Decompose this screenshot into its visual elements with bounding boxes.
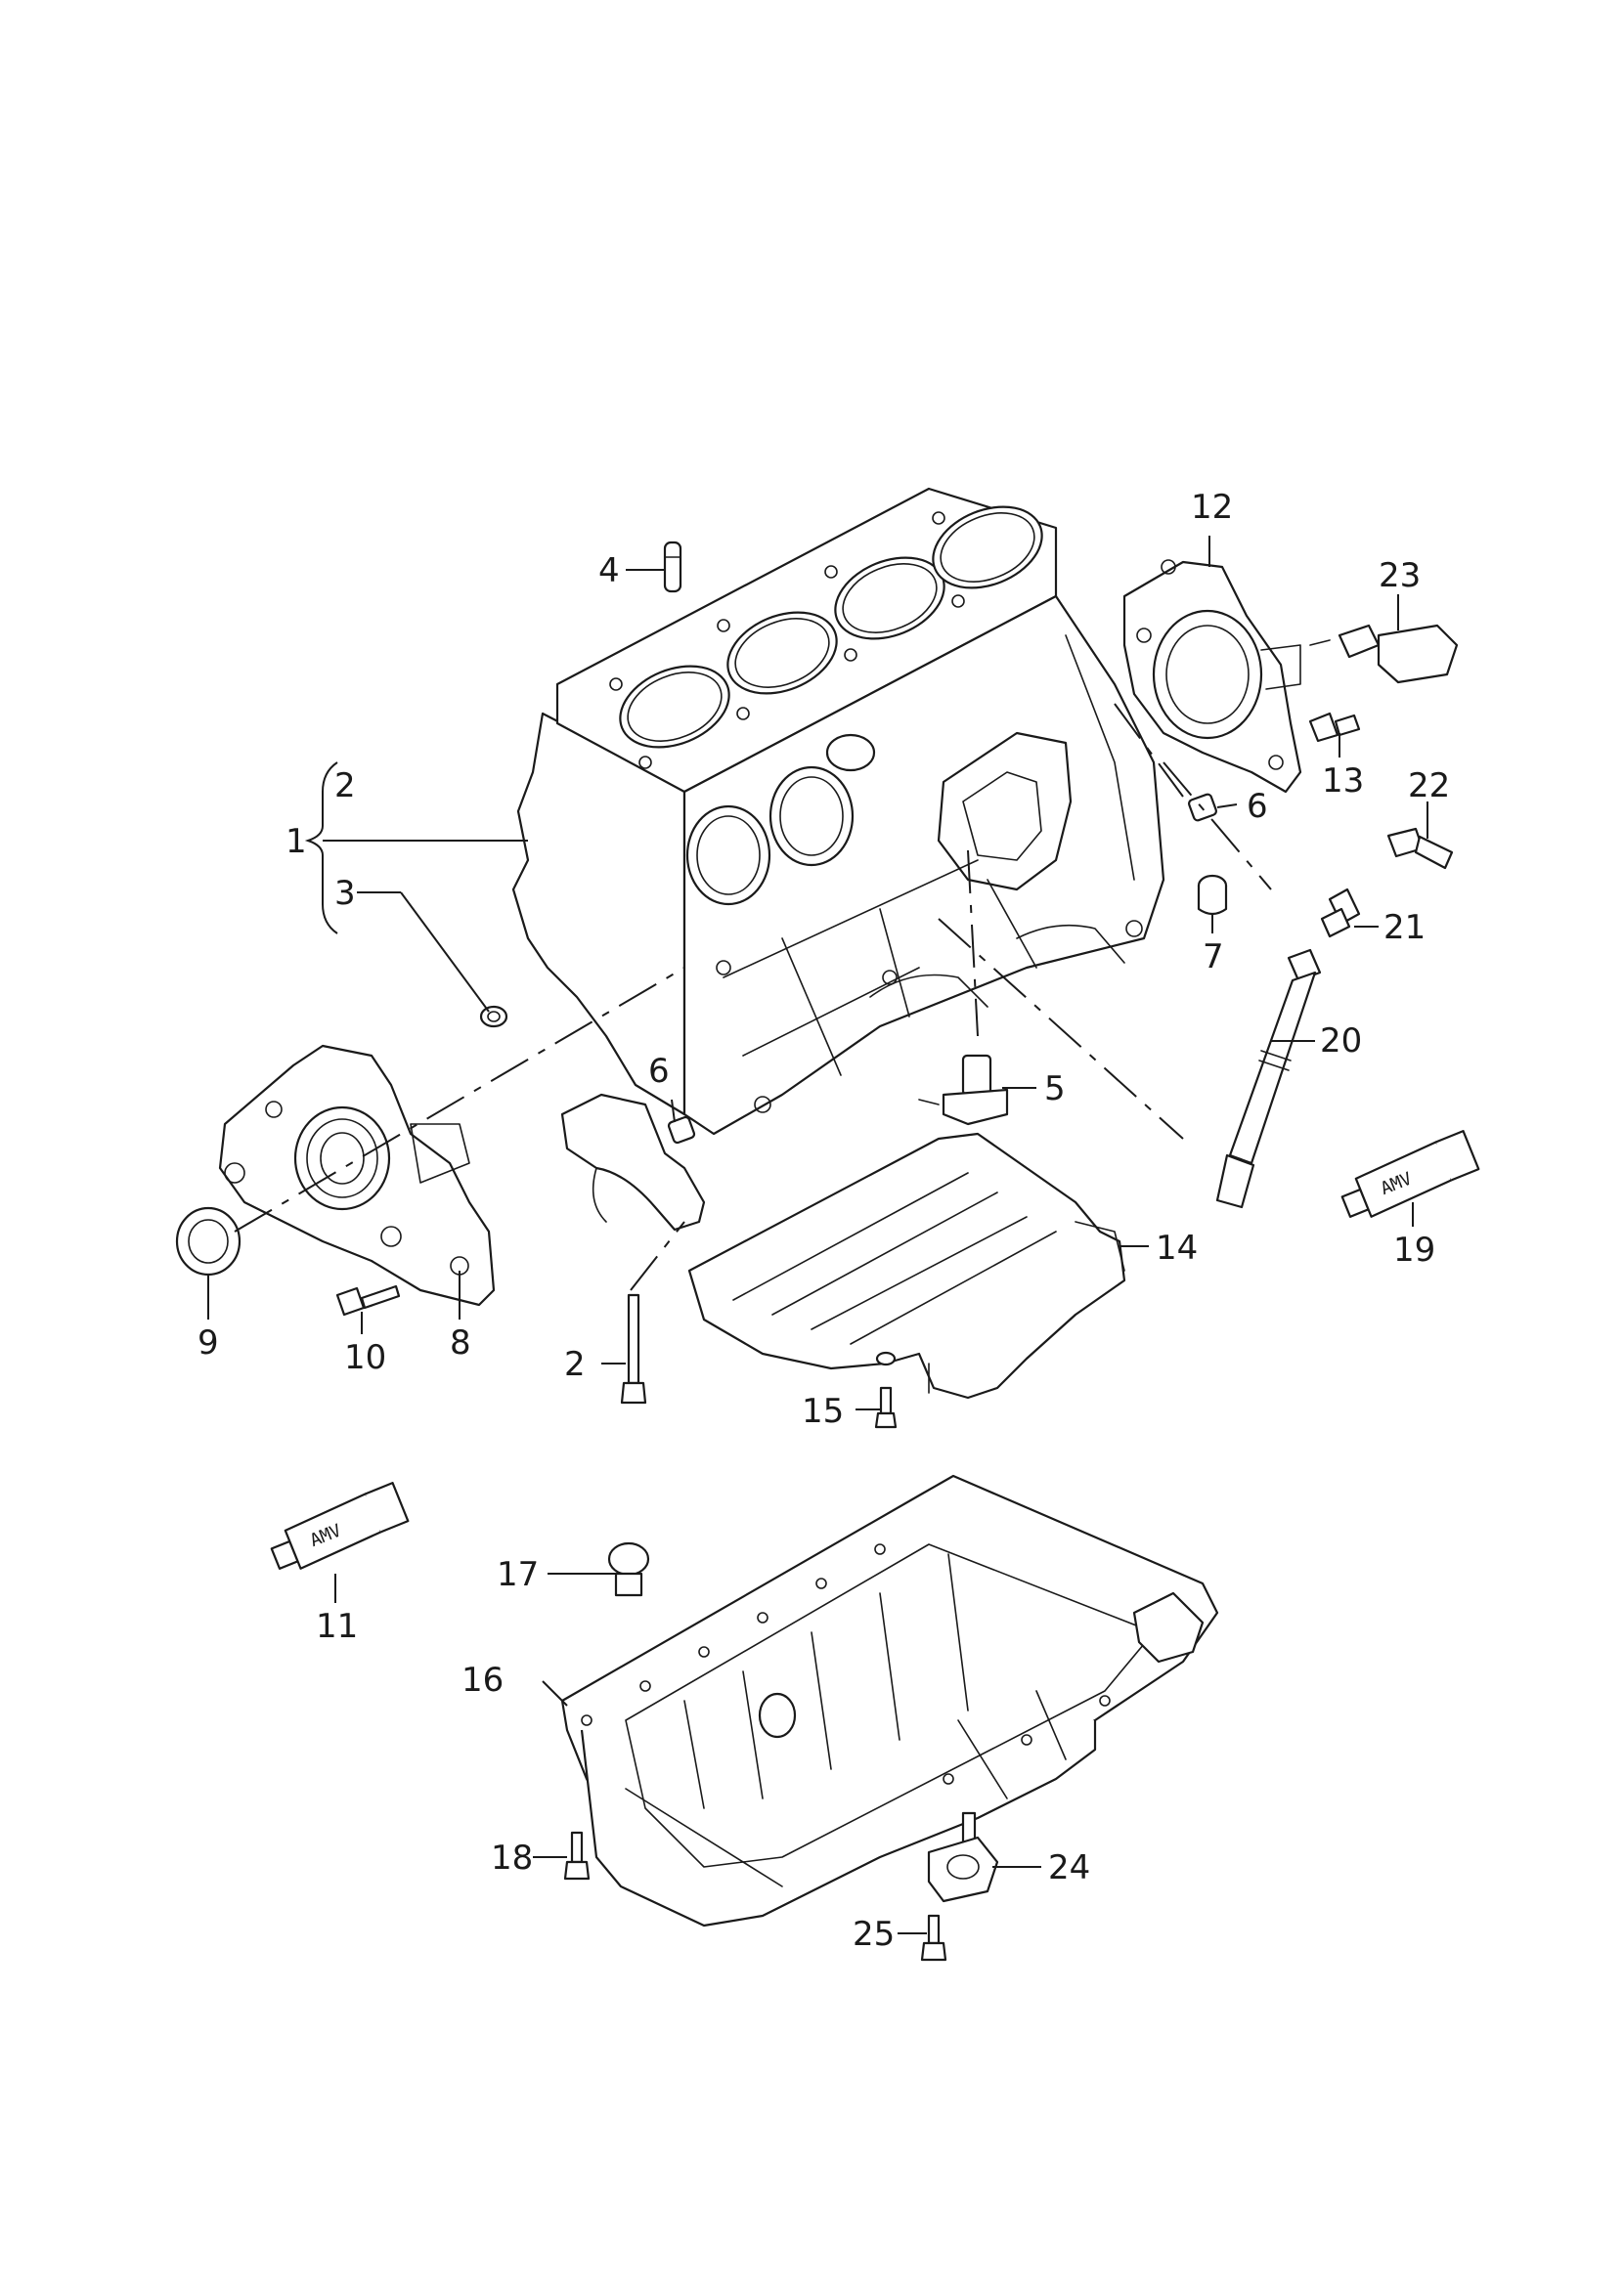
callout-20: 20 bbox=[1320, 1021, 1362, 1061]
dipstick-cap bbox=[1320, 888, 1361, 938]
callout-4: 4 bbox=[598, 551, 620, 590]
rear-sealing-flange bbox=[1122, 559, 1302, 794]
cylinder-block bbox=[511, 487, 1165, 1136]
sealant-tube-19: AMV bbox=[1340, 1130, 1480, 1218]
callout-19: 19 bbox=[1393, 1231, 1435, 1270]
oil-baffle bbox=[687, 1132, 1126, 1400]
callout-5: 5 bbox=[1044, 1069, 1066, 1108]
callout-21: 21 bbox=[1383, 908, 1426, 947]
sealing-plug bbox=[479, 1005, 508, 1028]
bolt-15 bbox=[874, 1351, 898, 1429]
bearing-cap bbox=[560, 1093, 706, 1232]
dowel-sleeve-lower bbox=[667, 1115, 696, 1145]
callout-12: 12 bbox=[1191, 488, 1233, 527]
bolt-13 bbox=[1308, 712, 1361, 743]
dipstick-guide-tube bbox=[1215, 948, 1322, 1209]
oil-level-sensor bbox=[927, 1811, 999, 1903]
callout-25: 25 bbox=[853, 1915, 895, 1954]
callout-23: 23 bbox=[1379, 556, 1421, 595]
callout-3: 3 bbox=[334, 874, 356, 913]
callout-11: 11 bbox=[316, 1607, 358, 1646]
callout-22: 22 bbox=[1408, 766, 1450, 805]
breather-fitting bbox=[1386, 827, 1454, 870]
callout-7: 7 bbox=[1203, 937, 1224, 976]
callout-17: 17 bbox=[497, 1555, 539, 1594]
callout-2: 2 bbox=[334, 766, 356, 805]
drain-plug bbox=[607, 1541, 650, 1597]
callout-24: 24 bbox=[1048, 1848, 1090, 1887]
callout-8: 8 bbox=[450, 1323, 471, 1363]
assembly-axes bbox=[234, 703, 1272, 1291]
callout-6-lower: 6 bbox=[648, 1052, 670, 1091]
callout-9: 9 bbox=[198, 1323, 219, 1363]
bolt-25 bbox=[920, 1914, 947, 1962]
callout-6-upper: 6 bbox=[1247, 787, 1268, 826]
callout-16: 16 bbox=[461, 1661, 504, 1700]
callout-14: 14 bbox=[1156, 1229, 1198, 1268]
front-sealing-flange bbox=[218, 1044, 496, 1307]
dowel-pin bbox=[663, 541, 682, 593]
callout-18: 18 bbox=[491, 1839, 533, 1878]
group-brace bbox=[304, 761, 528, 934]
callout-1: 1 bbox=[285, 822, 307, 861]
callout-15: 15 bbox=[802, 1392, 844, 1431]
bolt-2 bbox=[620, 1293, 647, 1405]
callout-2-bolt: 2 bbox=[564, 1345, 586, 1384]
callout-10: 10 bbox=[344, 1338, 386, 1377]
shaft-seal-front bbox=[175, 1206, 241, 1277]
bolt-18 bbox=[563, 1831, 591, 1881]
callout-labels: 1 2 3 4 5 6 6 7 8 9 10 11 12 13 14 15 16… bbox=[198, 488, 1450, 1954]
callout-13: 13 bbox=[1322, 761, 1364, 801]
oil-pan bbox=[560, 1474, 1219, 1928]
bolt-10 bbox=[335, 1284, 401, 1317]
oil-pressure-switch bbox=[918, 1054, 1009, 1126]
cap-plug bbox=[1197, 874, 1228, 916]
sealant-tube-11: AMV bbox=[270, 1482, 410, 1570]
speed-sender bbox=[1309, 624, 1459, 684]
leader-lines bbox=[207, 536, 1428, 1934]
